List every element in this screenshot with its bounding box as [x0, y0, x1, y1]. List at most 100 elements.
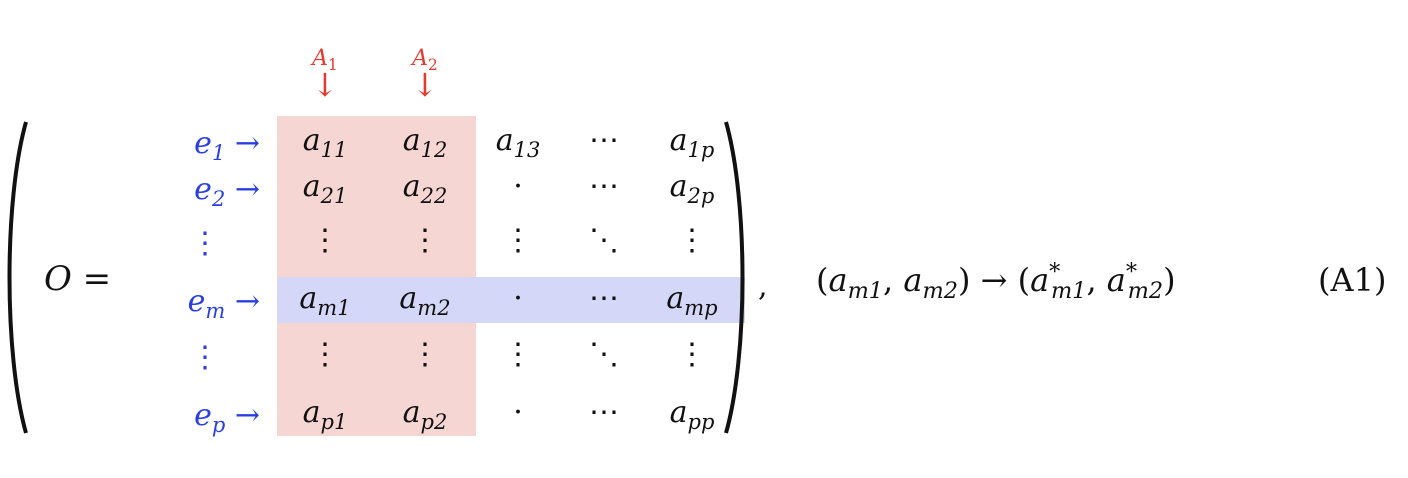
row-label: e2 →	[150, 172, 260, 211]
matrix-entry-subscript: 22	[420, 183, 448, 208]
arrow-right-icon: →	[225, 398, 260, 433]
horizontal-ellipsis: ⋯	[589, 169, 619, 204]
matrix-cell: a2p	[642, 169, 742, 207]
mapping-term-star-subscript: m1	[1050, 278, 1087, 305]
comma: ,	[883, 261, 904, 299]
vertical-ellipsis: ⋮	[310, 223, 340, 258]
matrix-cell: a21	[275, 169, 375, 207]
row-label: ep →	[150, 398, 260, 437]
matrix-cell: ⋮	[275, 340, 375, 370]
matrix-cell: ⋮	[468, 340, 568, 370]
row-label: ⋮	[150, 340, 220, 375]
matrix-cell: a11	[275, 123, 375, 161]
row-label-term-subscript: m	[205, 298, 226, 323]
row-label-term: e2	[194, 172, 225, 211]
column-annotation: A2↓	[395, 46, 455, 101]
mapping-term-star-subscript: m2	[1127, 278, 1164, 305]
column-annotation-label: A1	[295, 46, 355, 74]
column-highlight	[277, 116, 476, 436]
mapping-term: am2	[903, 261, 958, 302]
mapping-expression: (am1, am2) → (a*m1, a*m2)	[816, 260, 1176, 302]
matrix-entry-base: a	[302, 123, 321, 158]
matrix-entry-subscript: m2	[417, 295, 451, 320]
mapping-term-star-superscript: *	[1125, 258, 1138, 285]
row-label: e1 →	[150, 126, 260, 165]
trailing-comma: ,	[758, 269, 768, 304]
vertical-ellipsis: ⋮	[503, 337, 533, 372]
matrix-entry: ap2	[402, 395, 448, 433]
row-label-term: ep	[194, 398, 225, 437]
right-parenthesis	[724, 121, 745, 434]
mapping-term-subscript: m1	[847, 278, 884, 305]
matrix-cell: a1p	[642, 123, 742, 161]
annotation-subscript: 2	[428, 55, 438, 74]
matrix-entry-subscript: 2p	[687, 183, 715, 208]
matrix-entry-base: a	[399, 281, 418, 316]
arrow-right-icon: →	[225, 172, 260, 207]
row-label-term-base: e	[194, 172, 212, 207]
row-label-term-subscript: 1	[211, 140, 226, 165]
matrix-cell: ⋯	[554, 172, 654, 202]
matrix-entry-base: a	[669, 123, 688, 158]
horizontal-ellipsis: ⋯	[589, 395, 619, 430]
matrix-entry-base: a	[302, 395, 321, 430]
matrix-entry-base: a	[669, 169, 688, 204]
matrix-entry-subscript: 11	[320, 137, 348, 162]
row-label-vdots: ⋮	[190, 340, 220, 375]
left-parenthesis	[7, 121, 28, 434]
matrix-entry-base: a	[302, 169, 321, 204]
matrix-entry-subscript: 1p	[687, 137, 715, 162]
matrix-cell: ⋮	[642, 340, 742, 370]
equation-number: (A1)	[1318, 261, 1387, 299]
annotation-base: A	[412, 46, 429, 71]
matrix-entry: a12	[403, 123, 448, 161]
matrix-entry-base: a	[495, 123, 514, 158]
matrix-entry-base: a	[669, 395, 688, 430]
matrix-entry: amp	[666, 281, 717, 319]
matrix-entry-base: a	[402, 395, 421, 430]
matrix-cell: ⋯	[554, 284, 654, 314]
row-label-vdots: ⋮	[190, 226, 220, 261]
matrix-cell: am2	[375, 281, 475, 319]
matrix-entry-subscript: 12	[420, 137, 448, 162]
matrix-entry-base: a	[666, 281, 685, 316]
center-dot: ·	[513, 395, 523, 430]
matrix-cell: a22	[375, 169, 475, 207]
row-label-term: e1	[194, 126, 225, 165]
open-paren: (	[1017, 261, 1031, 299]
diagonal-ellipsis: ⋱	[589, 337, 619, 372]
matrix-entry: a13	[495, 123, 541, 161]
matrix-entry-subscript: 21	[320, 183, 348, 208]
matrix-cell: ⋱	[554, 226, 654, 256]
close-paren: )	[1163, 261, 1176, 299]
close-paren: )	[957, 261, 971, 299]
arrow-right-icon: →	[225, 284, 260, 319]
comma: ,	[1086, 261, 1107, 299]
matrix-entry-subscript: p2	[420, 409, 448, 434]
matrix-entry-subscript: p1	[320, 409, 348, 434]
matrix-cell: amp	[642, 281, 742, 319]
vertical-ellipsis: ⋮	[677, 223, 707, 258]
arrow-down-icon: ↓	[411, 66, 439, 104]
matrix-entry-subscript: 13	[513, 137, 541, 162]
matrix-cell: ·	[468, 398, 568, 428]
matrix-entry: a2p	[669, 169, 715, 207]
mapping-term-star-superscript: *	[1049, 258, 1061, 285]
annotation-base: A	[312, 46, 329, 71]
matrix-entry: a1p	[669, 123, 715, 161]
equation-lhs: O =	[44, 262, 111, 296]
matrix-entry: a11	[302, 123, 348, 161]
matrix-entry-base: a	[299, 281, 318, 316]
annotation-subscript: 1	[328, 55, 338, 74]
matrix-cell: ⋮	[642, 226, 742, 256]
matrix-entry-base: a	[402, 169, 421, 204]
vertical-ellipsis: ⋮	[410, 337, 440, 372]
horizontal-ellipsis: ⋯	[589, 281, 619, 316]
matrix-cell: ⋮	[375, 226, 475, 256]
matrix-cell: a12	[375, 123, 475, 161]
arrow-down-icon: ↓	[311, 66, 339, 104]
matrix-cell: ·	[468, 284, 568, 314]
vertical-ellipsis: ⋮	[503, 223, 533, 258]
column-annotation-label: A2	[395, 46, 455, 74]
column-annotation: A1↓	[295, 46, 355, 101]
